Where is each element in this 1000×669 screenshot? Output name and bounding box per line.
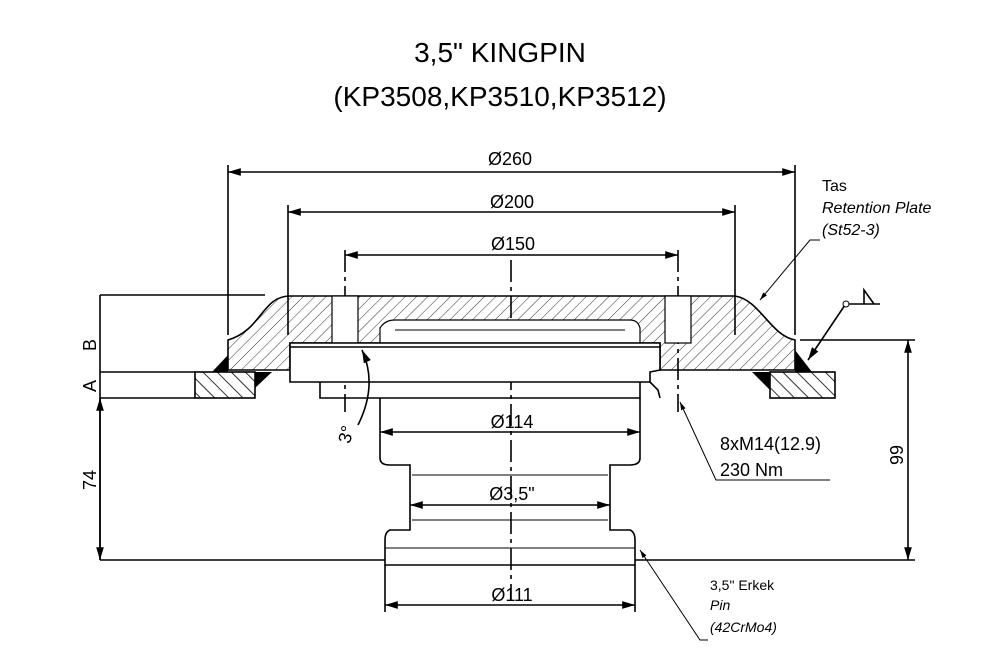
d260-label: Ø260: [488, 149, 532, 169]
bolt-hole-right: [664, 295, 692, 344]
angle-label: 3°: [334, 424, 358, 446]
plate-label-3: (St52-3): [822, 222, 880, 239]
bolt-hole-left: [331, 295, 359, 344]
base-plate-right: [769, 371, 836, 399]
dimension-d260: Ø260: [227, 149, 796, 335]
pin-label-2: Pin: [710, 597, 730, 613]
weld-right-inner: [752, 372, 770, 390]
d150-label: Ø150: [491, 234, 535, 254]
pin-leader: [639, 549, 708, 641]
base-plate-left: [194, 371, 256, 399]
weld-left-inner: [255, 372, 272, 388]
title-line-2: (KP3508,KP3510,KP3512): [333, 81, 666, 112]
bolt-label-2: 230 Nm: [720, 460, 783, 480]
weld-right-outer: [795, 350, 812, 372]
plate-recess: [379, 319, 641, 344]
plate-label-1: Tas: [822, 178, 847, 195]
dim-b-label: B: [80, 339, 100, 351]
dim-74-label: 74: [80, 470, 100, 490]
d200-label: Ø200: [490, 192, 534, 212]
title-line-1: 3,5" KINGPIN: [414, 37, 586, 68]
pin-label-3: (42CrMo4): [710, 619, 777, 635]
dim-99-label: 99: [887, 445, 907, 465]
pin-label-1: 3,5" Erkek: [710, 577, 775, 593]
d35-label: Ø3,5": [489, 484, 534, 504]
plate-label-2: Retention Plate: [822, 200, 932, 217]
d114-label: Ø114: [491, 412, 534, 432]
weld-symbol: [807, 287, 880, 361]
dim-a-label: A: [80, 380, 100, 392]
plate-leader: [759, 239, 820, 301]
pin-body: [379, 398, 641, 566]
weld-left-outer: [212, 355, 228, 372]
pin-flange: [289, 342, 661, 383]
bolt-leader: [679, 401, 830, 481]
bolt-label-1: 8xM14(12.9): [720, 434, 821, 454]
d111-label: Ø111: [491, 585, 532, 605]
